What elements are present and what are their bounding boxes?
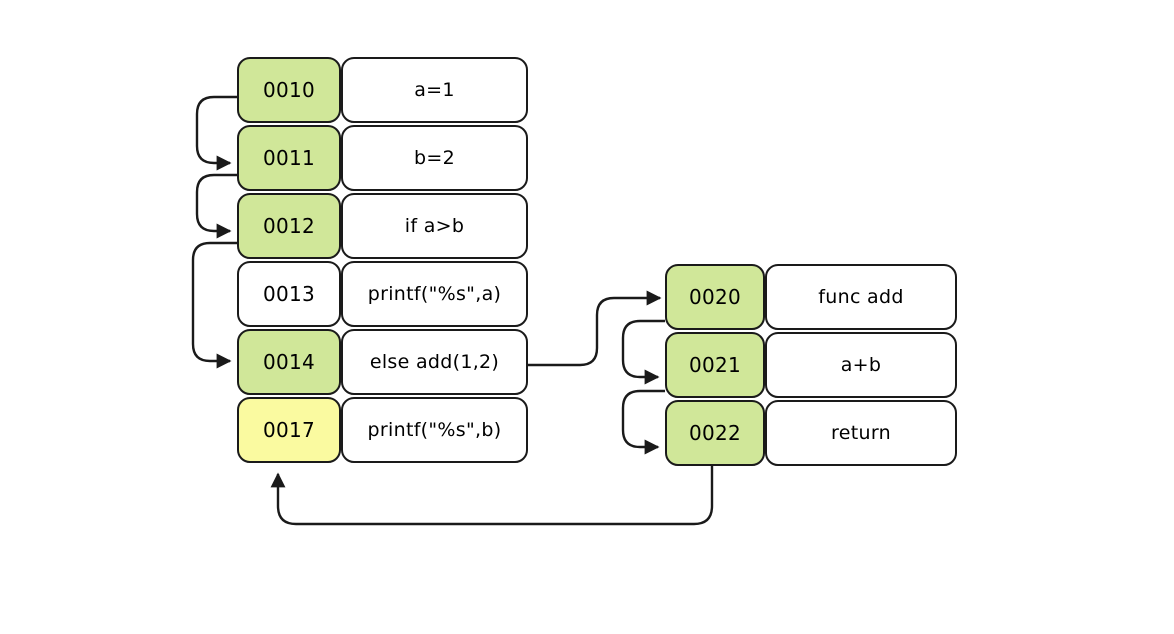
address-box-0017: 0017 [237,397,341,463]
arrow-0012-to-0014 [191,241,237,369]
statement-box-if: if a>b [341,193,528,259]
statement-box-b-assign: b=2 [341,125,528,191]
address-box-0020: 0020 [665,264,765,330]
statement-box-func-add: func add [765,264,957,330]
address-box-0010: 0010 [237,57,341,123]
address-box-0021: 0021 [665,332,765,398]
arrow-0010-to-0011 [195,95,237,171]
statement-box-a-assign: a=1 [341,57,528,123]
address-box-0012: 0012 [237,193,341,259]
statement-box-a-plus-b: a+b [765,332,957,398]
statement-box-return: return [765,400,957,466]
arrow-0022-to-0017 [270,466,714,526]
statement-box-printf-b: printf("%s",b) [341,397,528,463]
arrow-0014-to-0020 [528,290,662,367]
address-box-0022: 0022 [665,400,765,466]
arrow-0011-to-0012 [195,173,237,239]
address-box-0013: 0013 [237,261,341,327]
address-box-0011: 0011 [237,125,341,191]
statement-box-else-add: else add(1,2) [341,329,528,395]
arrow-0021-to-0022 [621,389,665,455]
address-box-0014: 0014 [237,329,341,395]
arrow-0020-to-0021 [621,319,665,385]
statement-box-printf-a: printf("%s",a) [341,261,528,327]
